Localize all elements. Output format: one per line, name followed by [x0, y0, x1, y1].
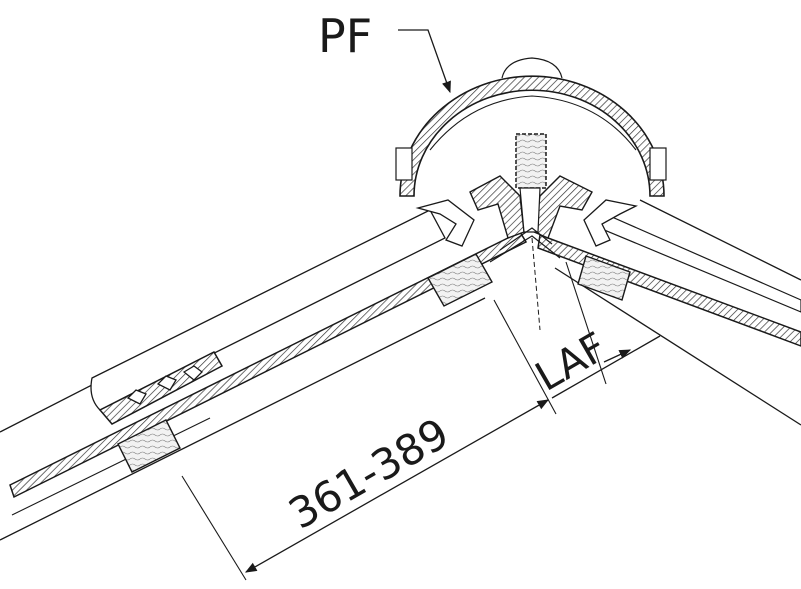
ridge-cap-inner-profile — [429, 95, 637, 151]
batten-gauge-label: LAF — [528, 324, 615, 401]
laf-dimension-line — [551, 335, 661, 399]
right-roof-outer-edge — [639, 199, 801, 281]
ridge-board — [519, 187, 541, 233]
ridge-cap-flange-left — [395, 147, 413, 181]
dimension-lines — [181, 29, 661, 581]
left-roof-underside-line — [0, 297, 486, 541]
ridge-apex-lines — [489, 227, 561, 263]
laf-arrow-right — [603, 349, 632, 363]
spacing-dimension-line — [244, 399, 550, 573]
extension-line-mid — [493, 299, 557, 415]
left-roof-slope — [0, 209, 528, 541]
left-roof-underside-line-2 — [11, 417, 211, 516]
left-roof-tile-outline — [90, 209, 446, 411]
extension-line-right — [565, 261, 607, 385]
ridge-cap-tile — [399, 75, 665, 197]
ridge-timber — [515, 133, 547, 189]
right-roof-underside-line — [554, 267, 801, 426]
extension-line-apex — [531, 237, 541, 331]
ridge-hook-right — [583, 199, 638, 247]
left-batten-upper — [427, 253, 493, 307]
ridge-hook-left — [415, 199, 475, 247]
spacing-dimension-label: 361-389 — [281, 408, 457, 538]
ridge-piece-label: PF — [318, 9, 372, 63]
ridge-cap-flange-right — [649, 147, 667, 181]
ridge-cap-top — [501, 57, 563, 79]
right-roof-slope — [537, 199, 801, 426]
left-tile-interlock — [98, 351, 224, 425]
left-batten-lower — [117, 419, 181, 473]
right-batten-upper — [577, 255, 631, 301]
extension-line-left — [181, 475, 247, 581]
left-roof-sheet-hatched — [9, 231, 528, 499]
pf-leader-line — [398, 29, 451, 94]
ridge-clip-left — [469, 175, 525, 239]
ridge-assembly — [395, 57, 667, 263]
